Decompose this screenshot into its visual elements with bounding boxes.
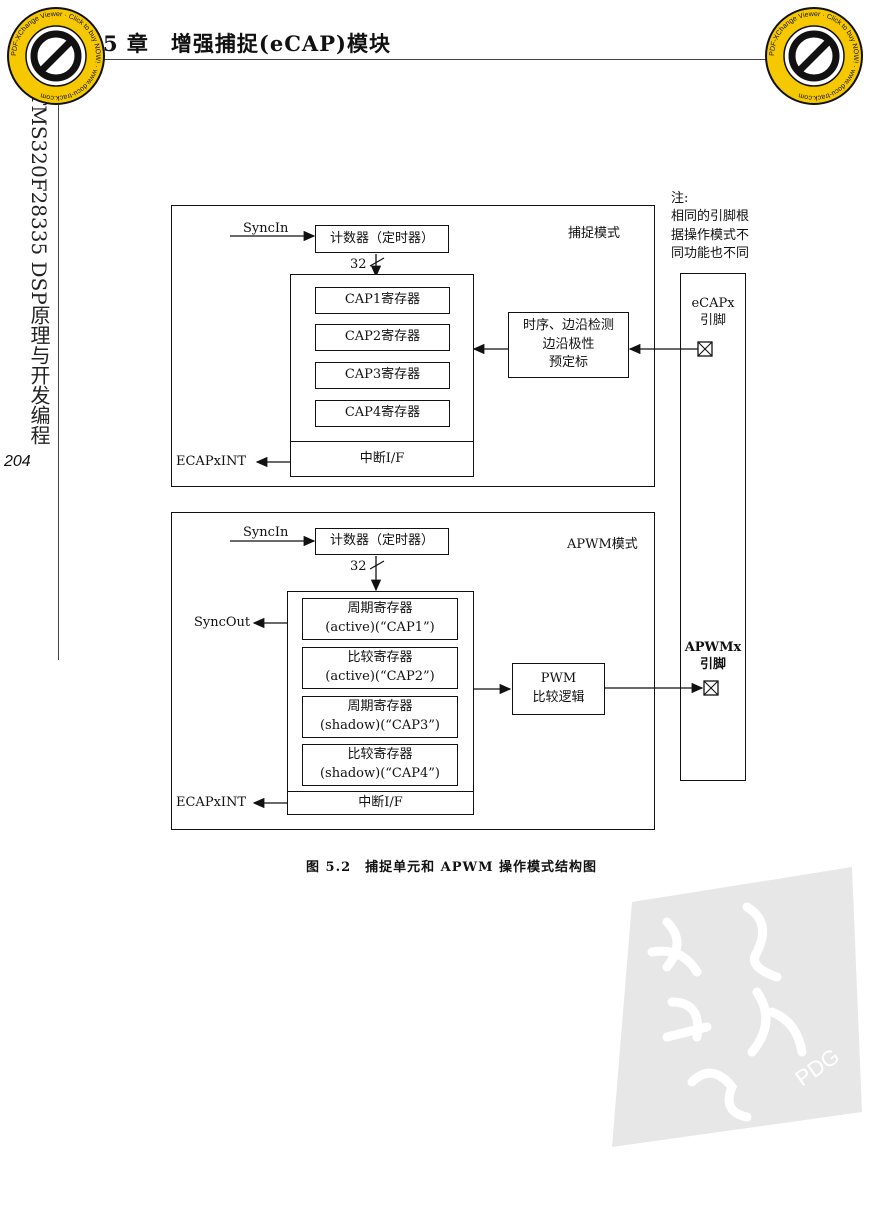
page-number: 204 bbox=[4, 453, 31, 470]
syncout-label: SyncOut bbox=[194, 615, 251, 630]
cap3-register: CAP3寄存器 bbox=[315, 362, 450, 389]
cap2-register: CAP2寄存器 bbox=[315, 324, 450, 351]
header-rule bbox=[60, 59, 840, 60]
apwm-mode-frame bbox=[171, 512, 655, 830]
capture-counter-box: 计数器（定时器） bbox=[315, 225, 449, 253]
capture-bus-width: 32 bbox=[350, 257, 367, 272]
capture-interrupt-box: 中断I/F bbox=[290, 441, 474, 477]
apwmx-pin-label: APWMx 引脚 bbox=[684, 640, 742, 672]
pdf-xchange-badge-left[interactable]: PDF-XChange Viewer · Click to buy NOW! ·… bbox=[4, 4, 108, 108]
cap4-register: CAP4寄存器 bbox=[315, 400, 450, 427]
edge-detect-box: 时序、边沿检测 边沿极性 预定标 bbox=[508, 312, 629, 378]
apwm-bus-width: 32 bbox=[350, 559, 367, 574]
period-register-shadow: 周期寄存器 (shadow)(“CAP3”) bbox=[302, 696, 458, 738]
capture-syncin-label: SyncIn bbox=[243, 221, 289, 236]
ecapx-pin-label: eCAPx 引脚 bbox=[691, 296, 735, 328]
apwm-counter-box: 计数器（定时器） bbox=[315, 528, 449, 555]
apwm-int-output-label: ECAPxINT bbox=[176, 795, 247, 810]
apwm-interrupt-box: 中断I/F bbox=[287, 791, 474, 815]
figure-caption: 图 5.2 捕捉单元和 APWM 操作模式结构图 bbox=[306, 860, 598, 875]
seal-watermark-icon: PDG bbox=[612, 867, 862, 1147]
capture-mode-frame bbox=[171, 205, 655, 487]
apwmx-pin-icon bbox=[703, 680, 719, 696]
period-register-active: 周期寄存器 (active)(“CAP1”) bbox=[302, 598, 458, 640]
chapter-title: 5 章 增强捕捉(eCAP)模块 bbox=[103, 31, 391, 56]
apwm-mode-label: APWM模式 bbox=[567, 537, 638, 552]
pin-column bbox=[680, 273, 746, 781]
apwm-syncin-label: SyncIn bbox=[243, 525, 289, 540]
capture-int-output-label: ECAPxINT bbox=[176, 454, 247, 469]
pdf-xchange-badge-right[interactable]: PDF-XChange Viewer · Click to buy NOW! ·… bbox=[762, 4, 866, 108]
cap1-register: CAP1寄存器 bbox=[315, 287, 450, 314]
pwm-compare-logic-box: PWM 比较逻辑 bbox=[512, 663, 605, 715]
side-rule bbox=[58, 60, 59, 660]
figure-note: 注: 相同的引脚根 据操作模式不 同功能也不同 bbox=[671, 191, 750, 262]
compare-register-shadow: 比较寄存器 (shadow)(“CAP4”) bbox=[302, 744, 458, 786]
ecapx-pin-icon bbox=[697, 341, 713, 357]
compare-register-active: 比较寄存器 (active)(“CAP2”) bbox=[302, 647, 458, 689]
book-title: TMS320F28335 DSP原理与开发编程 bbox=[27, 92, 51, 445]
capture-mode-label: 捕捉模式 bbox=[568, 226, 621, 241]
